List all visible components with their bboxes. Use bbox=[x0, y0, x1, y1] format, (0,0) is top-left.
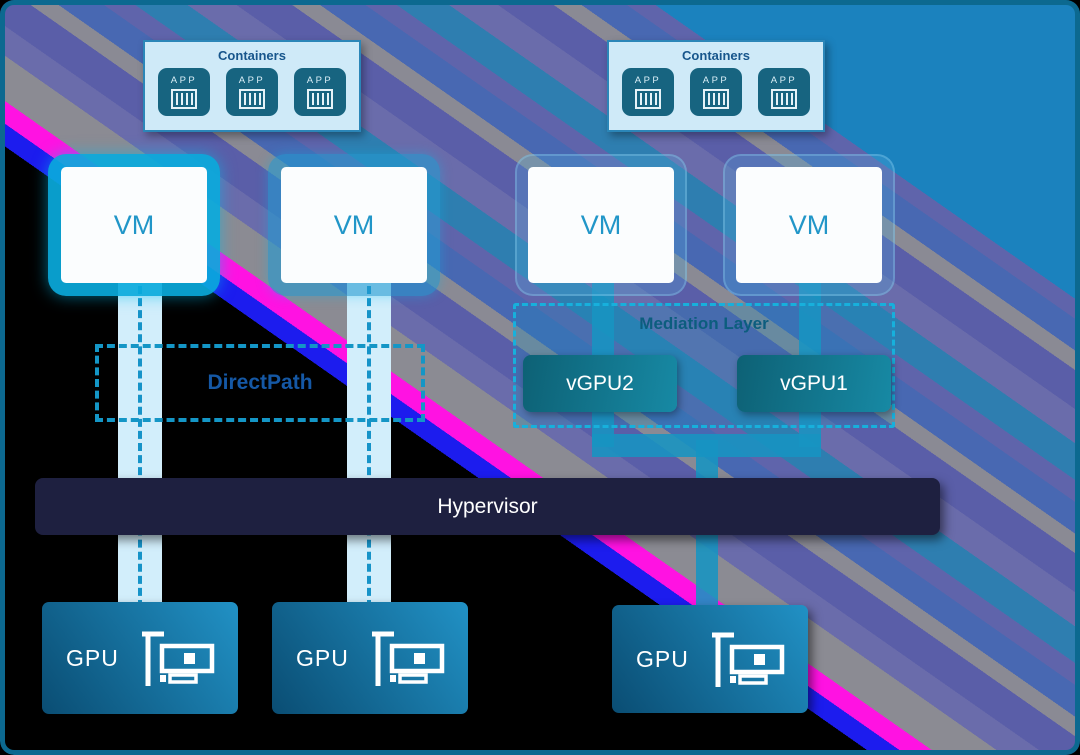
containers-title: Containers bbox=[218, 48, 286, 63]
app-container: APP bbox=[294, 68, 346, 116]
gpu1-box: GPU bbox=[42, 602, 238, 714]
gpu3-label: GPU bbox=[636, 645, 689, 672]
app-row: APP APP AP bbox=[609, 68, 823, 116]
app-container: APP bbox=[622, 68, 674, 116]
vm1-label: VM bbox=[61, 167, 207, 283]
vgpu2-box: vGPU2 bbox=[523, 355, 677, 412]
app-container: APP bbox=[690, 68, 742, 116]
gpu2-label: GPU bbox=[296, 644, 349, 671]
vm2-passthrough-pipe bbox=[347, 282, 391, 612]
container-crate-icon bbox=[635, 89, 661, 109]
app-row: APP APP AP bbox=[145, 68, 359, 116]
app-container: APP bbox=[158, 68, 210, 116]
containers-title: Containers bbox=[682, 48, 750, 63]
hypervisor-bar: Hypervisor bbox=[35, 478, 940, 535]
directpath-label: DirectPath bbox=[207, 371, 313, 394]
vm4-label: VM bbox=[736, 167, 882, 283]
container-crate-icon bbox=[239, 89, 265, 109]
vgpu1-box: vGPU1 bbox=[737, 355, 891, 412]
app-container: APP bbox=[226, 68, 278, 116]
hypervisor-label: Hypervisor bbox=[437, 494, 538, 518]
container-crate-icon bbox=[307, 89, 333, 109]
gpu2-box: GPU bbox=[272, 602, 468, 714]
containers-group-right: Containers APP APP bbox=[607, 40, 825, 132]
mediation-layer-box: Mediation Layer bbox=[513, 303, 895, 428]
vm3-label: VM bbox=[528, 167, 674, 283]
vm2-monitor: VM bbox=[268, 154, 440, 296]
vm3-monitor: VM bbox=[515, 154, 687, 296]
directpath-box: DirectPath bbox=[95, 344, 425, 422]
gpu3-box: GPU bbox=[612, 605, 808, 713]
vm4-monitor: VM bbox=[723, 154, 895, 296]
vm2-label: VM bbox=[281, 167, 427, 283]
app-container: APP bbox=[758, 68, 810, 116]
vm1-monitor: VM bbox=[48, 154, 220, 296]
vm1-passthrough-pipe bbox=[118, 282, 162, 612]
mediation-layer-title: Mediation Layer bbox=[639, 314, 769, 333]
containers-group-left: Containers APP APP bbox=[143, 40, 361, 132]
container-crate-icon bbox=[703, 89, 729, 109]
gpu-card-icon bbox=[142, 631, 215, 686]
gpu-card-icon bbox=[712, 632, 785, 687]
gpu-card-icon bbox=[372, 631, 445, 686]
gpu1-label: GPU bbox=[66, 644, 119, 671]
container-crate-icon bbox=[771, 89, 797, 109]
container-crate-icon bbox=[171, 89, 197, 109]
